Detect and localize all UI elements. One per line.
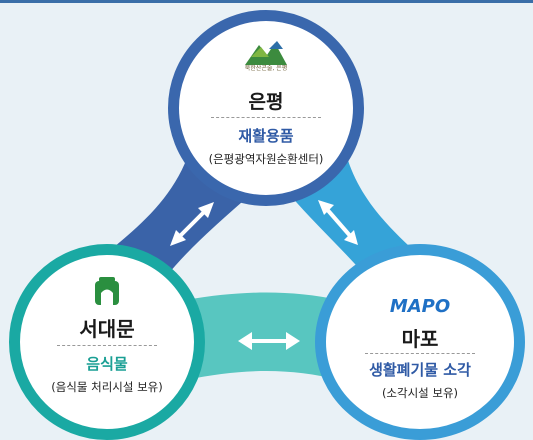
eunpyeong-logo-text: 북한산곤술, 은평: [244, 65, 288, 72]
waste-category: 생활폐기물 소각: [369, 361, 471, 379]
waste-category: 재활용품: [238, 127, 294, 145]
node-seodaemun: 서대문 음식물 (음식물 처리시설 보유): [9, 244, 205, 440]
eunpyeong-mountain-logo-icon: [245, 41, 287, 65]
facility-note: (은평광역자원순환센터): [208, 152, 324, 166]
divider: [365, 353, 475, 354]
waste-category: 음식물: [86, 355, 128, 373]
divider: [57, 345, 157, 346]
double-arrow-right-icon: [318, 200, 358, 245]
node-name: 마포: [401, 327, 439, 351]
seodaemun-gate-logo-icon: [95, 277, 119, 305]
mapo-logo-text: MAPO: [390, 296, 450, 317]
facility-note: (소각시설 보유): [381, 386, 459, 400]
divider: [211, 117, 321, 118]
node-name: 서대문: [79, 317, 135, 341]
node-eunpyeong: 북한산곤술, 은평 은평 재활용품 (은평광역자원순환센터): [168, 10, 364, 206]
facility-note: (음식물 처리시설 보유): [51, 380, 163, 394]
band-seodaemun-mapo: [185, 292, 340, 380]
mapo-logo-icon: MAPO: [390, 296, 450, 317]
node-name: 은평: [248, 91, 284, 113]
double-arrow-bottom-icon: [238, 332, 300, 350]
top-rule: [0, 0, 533, 3]
node-mapo: MAPO 마포 생활폐기물 소각 (소각시설 보유): [315, 244, 525, 440]
double-arrow-left-icon: [170, 202, 214, 246]
